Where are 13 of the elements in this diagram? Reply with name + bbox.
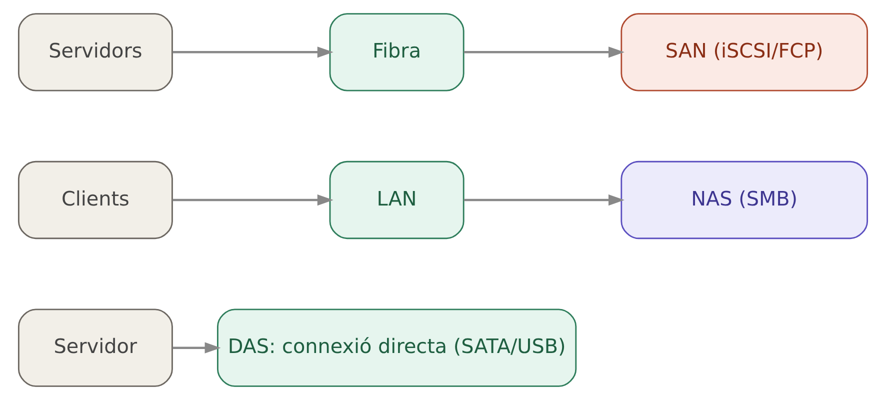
node-box: Fibra — [329, 13, 464, 92]
node-box: NAS (SMB) — [620, 160, 868, 240]
arrow — [172, 342, 221, 354]
arrow — [172, 46, 334, 58]
node-box: LAN — [329, 160, 464, 240]
node-box: DAS: connexió directa (SATA/USB) — [216, 308, 577, 387]
arrow — [464, 194, 624, 206]
node-box: Servidors — [18, 13, 173, 92]
node-box: SAN (iSCSI/FCP) — [620, 13, 868, 92]
arrow — [172, 194, 334, 206]
node-box: Servidor — [18, 308, 173, 387]
arrow — [464, 46, 624, 58]
node-box: Clients — [18, 160, 173, 240]
